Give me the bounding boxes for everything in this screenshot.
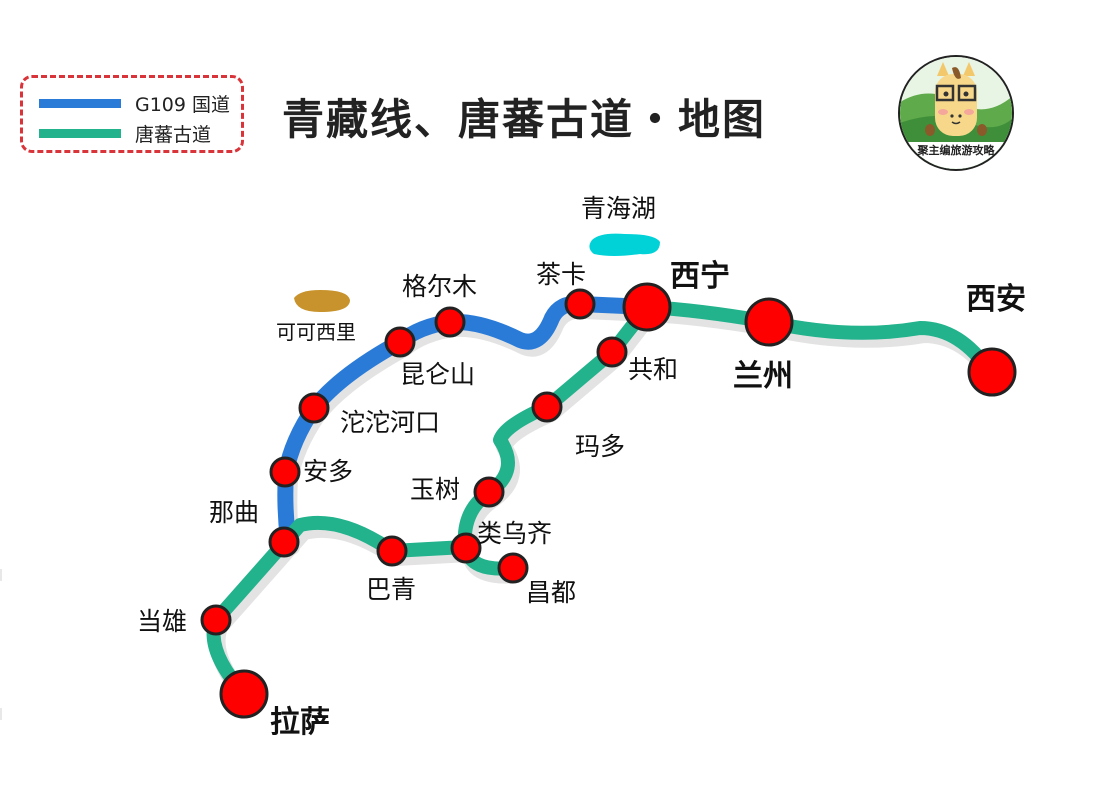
- station-lanzhou[interactable]: [744, 297, 794, 347]
- station-label-damxung: 当雄: [137, 607, 188, 636]
- cartoon-horse-logo-icon: 聚主编旅游攻略: [897, 54, 1015, 172]
- station-label-gonghe: 共和: [628, 355, 679, 384]
- g109-line-swatch-icon: [39, 99, 121, 108]
- station-label-lhasa: 拉萨: [270, 705, 330, 740]
- edge-artifact: [0, 569, 2, 581]
- station-label-lanzhou: 兰州: [733, 359, 793, 394]
- tangbo-line-swatch-icon: [39, 129, 121, 138]
- station-tuotuohe[interactable]: [298, 392, 330, 424]
- station-golmud[interactable]: [434, 306, 466, 338]
- legend-label: 唐蕃古道: [135, 124, 212, 146]
- map-title: 青藏线、唐蕃古道・地图: [282, 95, 767, 144]
- station-kunlun[interactable]: [384, 326, 416, 358]
- station-baqen[interactable]: [376, 535, 408, 567]
- station-label-amdo: 安多: [303, 457, 354, 486]
- kekexili-label: 可可西里: [276, 320, 356, 344]
- station-label-baqen: 巴青: [366, 575, 417, 604]
- station-damxung[interactable]: [200, 604, 232, 636]
- station-yushu[interactable]: [473, 476, 505, 508]
- kekexili-shape: [294, 290, 350, 312]
- edge-artifact: [0, 708, 2, 720]
- station-label-golmud: 格尔木: [402, 272, 478, 301]
- legend-item-tangbo: 唐蕃古道: [39, 120, 211, 147]
- station-qamdo[interactable]: [497, 552, 529, 584]
- station-label-leiwuqi: 类乌齐: [477, 519, 553, 548]
- station-label-xian: 西安: [966, 282, 1026, 317]
- station-nagqu[interactable]: [268, 526, 300, 558]
- station-leiwuqi[interactable]: [450, 532, 482, 564]
- station-label-tuotuohe: 沱沱河口: [340, 408, 441, 437]
- logo-text: 聚主编旅游攻略: [917, 143, 996, 157]
- legend-label: G109 国道: [135, 94, 231, 116]
- qinghai-lake-label: 青海湖: [581, 194, 657, 223]
- station-gonghe[interactable]: [596, 336, 628, 368]
- station-label-qamdo: 昌都: [526, 578, 577, 607]
- station-xining[interactable]: [622, 282, 672, 332]
- station-label-xining: 西宁: [670, 259, 730, 294]
- qinghai-lake-shape: [589, 233, 660, 256]
- station-chaka[interactable]: [564, 288, 596, 320]
- legend-item-g109: G109 国道: [39, 90, 230, 117]
- station-label-nagqu: 那曲: [209, 498, 260, 527]
- station-label-kunlun: 昆仑山: [400, 360, 476, 389]
- map-legend: G109 国道 唐蕃古道: [20, 75, 244, 153]
- station-lhasa[interactable]: [219, 669, 269, 719]
- tangbo-route-line: [206, 300, 997, 701]
- station-label-yushu: 玉树: [410, 475, 461, 504]
- station-label-chaka: 茶卡: [536, 260, 587, 289]
- station-xian[interactable]: [967, 347, 1017, 397]
- station-label-maduo: 玛多: [575, 432, 626, 461]
- station-amdo[interactable]: [269, 456, 301, 488]
- station-maduo[interactable]: [531, 391, 563, 423]
